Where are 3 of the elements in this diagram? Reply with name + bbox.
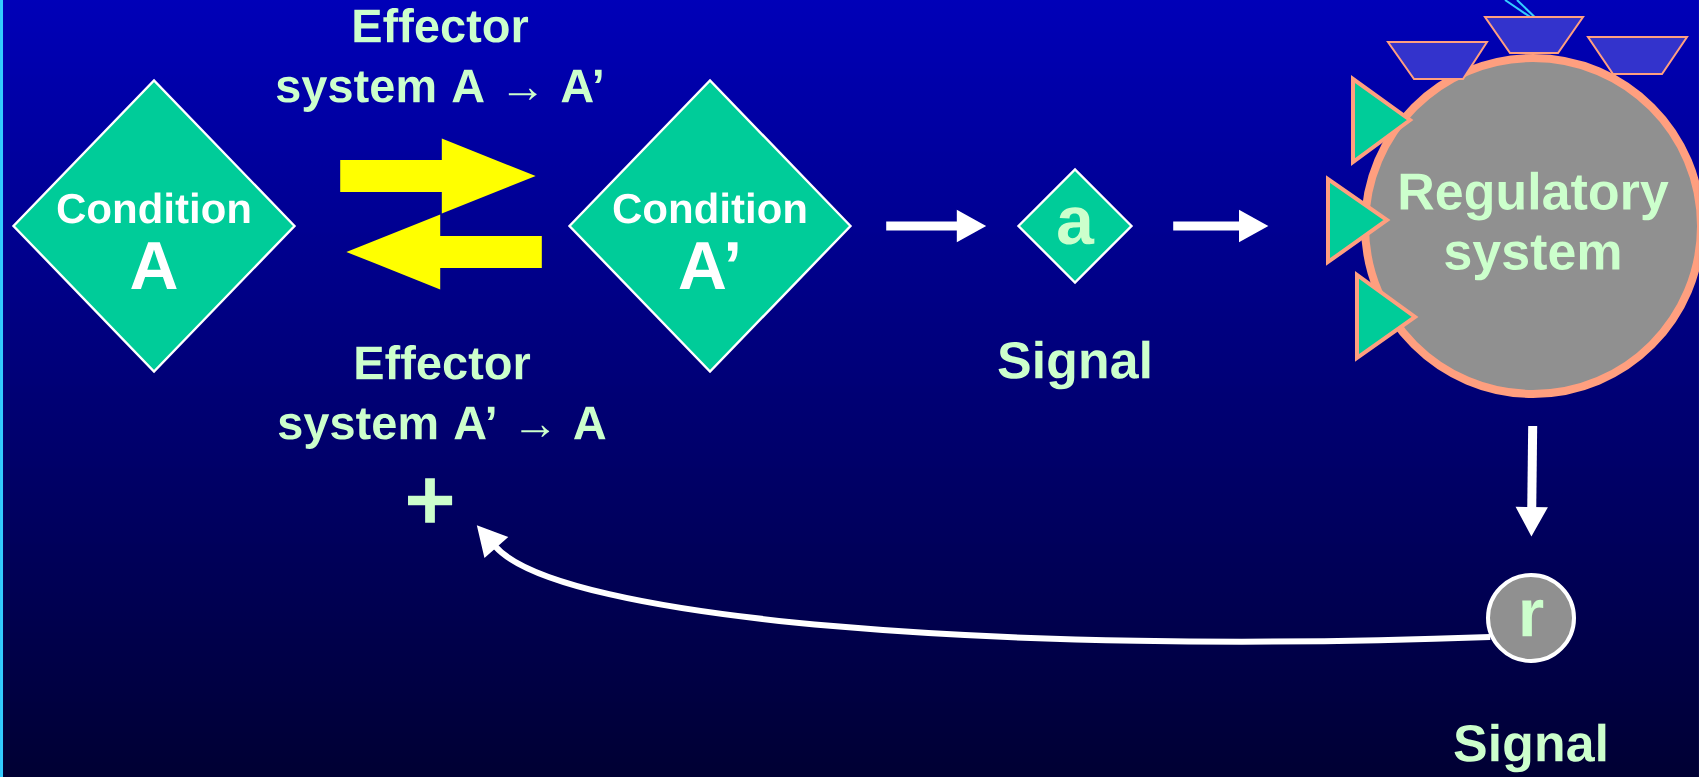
signal-label: Signal	[1454, 723, 1606, 773]
plus-sign: +	[408, 478, 453, 523]
signal-label: Signal	[998, 340, 1150, 390]
